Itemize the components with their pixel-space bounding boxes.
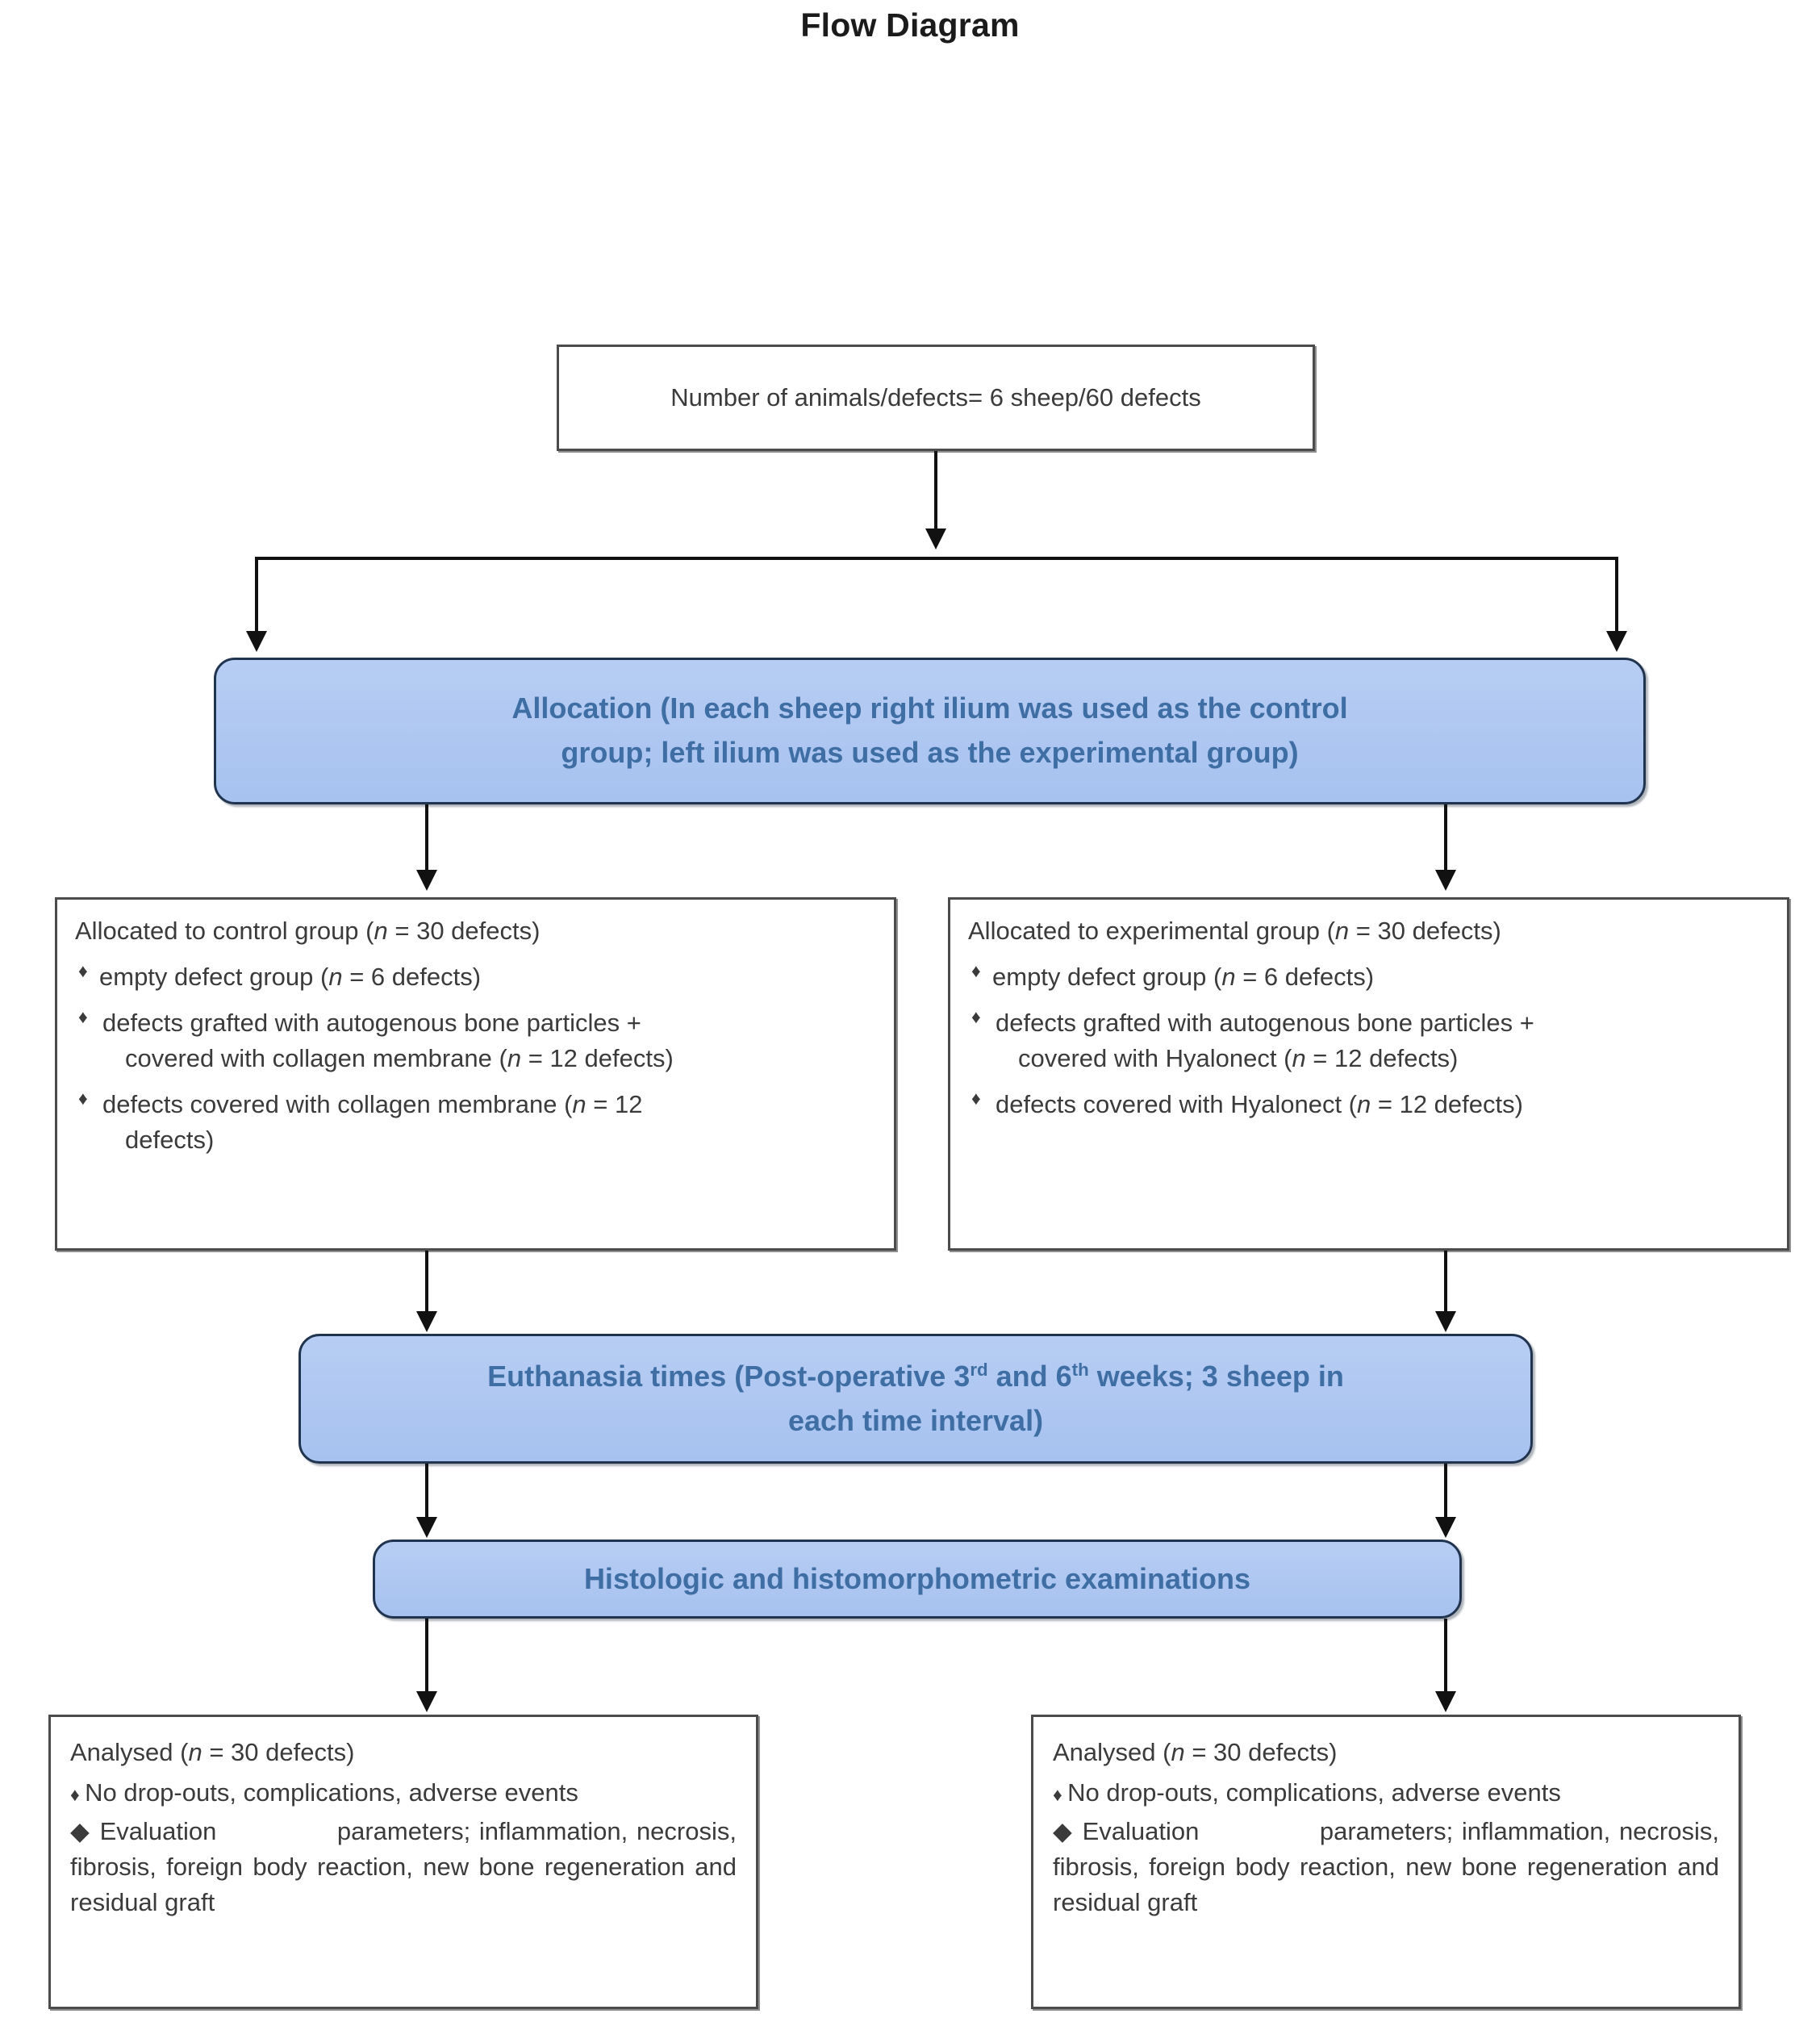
list-item: empty defect group (n = 6 defects) [968, 958, 1769, 995]
connector-allocation-left [425, 804, 428, 874]
connector-allocation-right [1444, 804, 1447, 874]
connector-examinations-right [1444, 1619, 1447, 1696]
connector-split-bar [255, 557, 1618, 560]
connector-split-right [1615, 557, 1618, 637]
node-experimental-group-header: Allocated to experimental group (n = 30 … [968, 917, 1501, 945]
node-control-group: Allocated to control group (n = 30 defec… [55, 897, 896, 1251]
node-euthanasia-line1: Euthanasia times (Post-operative 3rd and… [487, 1359, 1344, 1393]
ordinal-rd: rd [970, 1359, 988, 1380]
list-item: ◆ Evaluation parameters; inflammation, n… [1053, 1817, 1719, 1917]
arrow-experimental-down [1435, 1311, 1456, 1332]
arrow-enrollment-down [925, 529, 946, 549]
list-item: No drop-outs, complications, adverse eve… [1053, 1775, 1719, 1811]
node-euthanasia-line2: each time interval) [787, 1403, 1044, 1437]
node-enrollment-text: Number of animals/defects= 6 sheep/60 de… [670, 383, 1201, 412]
node-analysed-control-header: Analysed (n = 30 defects) [70, 1738, 355, 1766]
list-item: No drop-outs, complications, adverse eve… [70, 1775, 737, 1811]
arrow-examinations-right [1435, 1691, 1456, 1712]
node-examinations-text: Histologic and histomorphometric examina… [583, 1561, 1251, 1595]
arrow-split-left [246, 631, 267, 652]
node-allocation-line2: group; left ilium was used as the experi… [561, 736, 1299, 769]
page-title: Flow Diagram [800, 6, 1020, 44]
arrow-allocation-right [1435, 870, 1456, 891]
arrow-euthanasia-right [1435, 1517, 1456, 1538]
node-enrollment: Number of animals/defects= 6 sheep/60 de… [557, 345, 1315, 451]
connector-euthanasia-right [1444, 1464, 1447, 1523]
connector-split-left [255, 557, 258, 637]
list-item: defects grafted with autogenous bone par… [968, 1004, 1769, 1076]
node-control-group-list: empty defect group (n = 6 defects) defec… [75, 958, 876, 1158]
node-analysed-control-body: No drop-outs, complications, adverse eve… [70, 1775, 737, 1920]
node-euthanasia-text: Euthanasia times (Post-operative 3rd and… [466, 1355, 1365, 1443]
list-item: ◆ Evaluation parameters; inflammation, n… [70, 1817, 737, 1917]
node-analysed-experimental: Analysed (n = 30 defects) No drop-outs, … [1031, 1715, 1741, 2009]
arrow-euthanasia-left [416, 1517, 437, 1538]
list-item: defects covered with collagen membrane (… [75, 1085, 876, 1158]
connector-control-down [425, 1251, 428, 1317]
node-experimental-group-list: empty defect group (n = 6 defects) defec… [968, 958, 1769, 1122]
node-allocation-text: Allocation (In each sheep right ilium wa… [490, 687, 1368, 775]
list-item: empty defect group (n = 6 defects) [75, 958, 876, 995]
node-allocation: Allocation (In each sheep right ilium wa… [214, 658, 1646, 804]
node-analysed-experimental-body: No drop-outs, complications, adverse eve… [1053, 1775, 1719, 1920]
connector-enrollment-down [934, 451, 937, 535]
node-examinations: Histologic and histomorphometric examina… [373, 1540, 1462, 1619]
arrow-split-right [1606, 631, 1627, 652]
list-item: defects covered with Hyalonect (n = 12 d… [968, 1085, 1769, 1122]
node-analysed-control: Analysed (n = 30 defects) No drop-outs, … [48, 1715, 758, 2009]
connector-examinations-left [425, 1619, 428, 1696]
arrow-control-down [416, 1311, 437, 1332]
node-allocation-line1: Allocation (In each sheep right ilium wa… [511, 691, 1348, 725]
node-euthanasia: Euthanasia times (Post-operative 3rd and… [298, 1334, 1533, 1464]
ordinal-th: th [1071, 1359, 1089, 1380]
node-control-group-header: Allocated to control group (n = 30 defec… [75, 917, 541, 945]
connector-experimental-down [1444, 1251, 1447, 1317]
connector-euthanasia-left [425, 1464, 428, 1523]
node-experimental-group: Allocated to experimental group (n = 30 … [948, 897, 1789, 1251]
list-item: defects grafted with autogenous bone par… [75, 1004, 876, 1076]
arrow-examinations-left [416, 1691, 437, 1712]
arrow-allocation-left [416, 870, 437, 891]
node-analysed-experimental-header: Analysed (n = 30 defects) [1053, 1738, 1338, 1766]
